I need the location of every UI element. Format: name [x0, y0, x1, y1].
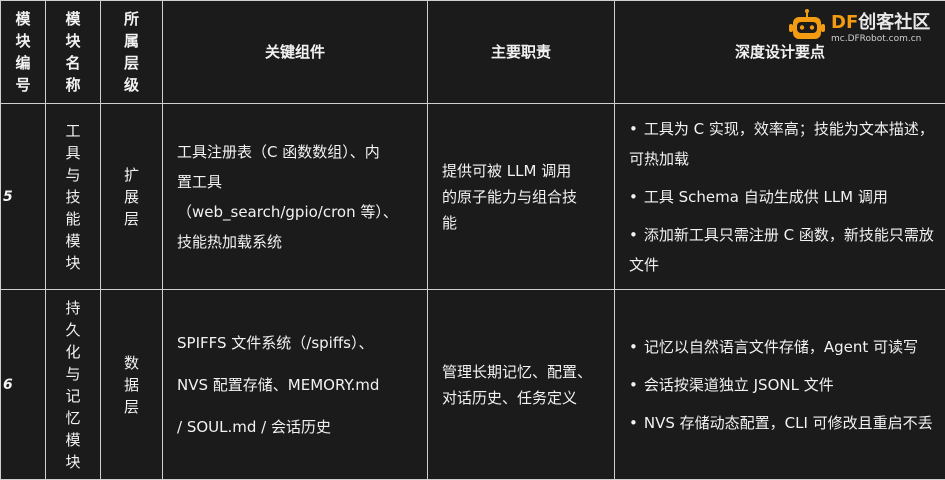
- bullet-icon: •: [629, 376, 638, 394]
- robot-icon: [787, 7, 827, 47]
- design-points: •工具为 C 实现，效率高；技能为文本描述，可热加载 •工具 Schema 自动…: [615, 104, 945, 290]
- design-points: •记忆以自然语言文件存储，Agent 可读写 •会话按渠道独立 JSONL 文件…: [615, 290, 945, 480]
- list-item: •添加新工具只需注册 C 函数，新技能只需放文件: [629, 220, 941, 280]
- list-item: •记忆以自然语言文件存储，Agent 可读写: [629, 332, 941, 362]
- module-number: 6: [1, 290, 46, 480]
- responsibility: 提供可被 LLM 调用 的原子能力与组合技 能: [428, 104, 615, 290]
- header-layer: 所 属 层 级: [101, 1, 163, 104]
- table-row: 6 持 久 化 与 记 忆 模 块 数 据 层 SPIFFS 文件系统（/spi…: [1, 290, 945, 480]
- list-item: •NVS 存储动态配置，CLI 可修改且重启不丢: [629, 408, 941, 438]
- key-components: SPIFFS 文件系统（/spiffs）、 NVS 配置存储、MEMORY.md…: [163, 290, 428, 480]
- key-components: 工具注册表（C 函数数组）、内 置工具 （web_search/gpio/cro…: [163, 104, 428, 290]
- responsibility: 管理长期记忆、配置、 对话历史、任务定义: [428, 290, 615, 480]
- header-responsibility: 主要职责: [428, 1, 615, 104]
- header-module-number: 模 块 编 号: [1, 1, 46, 104]
- header-module-name: 模 块 名 称: [46, 1, 101, 104]
- module-layer: 扩 展 层: [101, 104, 163, 290]
- table-row: 5 工 具 与 技 能 模 块 扩 展 层 工具注册表（C 函数数组）、内 置工…: [1, 104, 945, 290]
- list-item: •工具 Schema 自动生成供 LLM 调用: [629, 182, 941, 212]
- module-name: 持 久 化 与 记 忆 模 块: [46, 290, 101, 480]
- brand-name: DF创客社区: [831, 8, 930, 34]
- bullet-icon: •: [629, 188, 638, 206]
- module-number: 5: [1, 104, 46, 290]
- bullet-icon: •: [629, 338, 638, 356]
- module-name: 工 具 与 技 能 模 块: [46, 104, 101, 290]
- module-layer: 数 据 层: [101, 290, 163, 480]
- bullet-icon: •: [629, 226, 638, 244]
- list-item: •工具为 C 实现，效率高；技能为文本描述，可热加载: [629, 114, 941, 174]
- bullet-icon: •: [629, 120, 638, 138]
- list-item: •会话按渠道独立 JSONL 文件: [629, 370, 941, 400]
- dfrobot-logo: DF创客社区 mc.DFRobot.com.cn: [787, 4, 937, 54]
- header-key-components: 关键组件: [163, 1, 428, 104]
- bullet-icon: •: [629, 414, 638, 432]
- brand-url: mc.DFRobot.com.cn: [831, 34, 921, 44]
